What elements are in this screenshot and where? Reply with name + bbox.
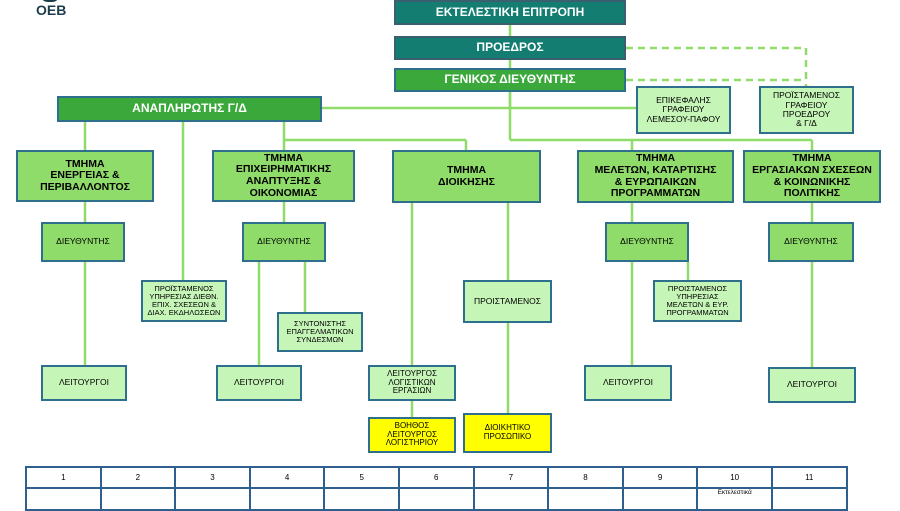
table-cell [99,487,177,511]
table-cell [547,487,624,511]
coordinator-box: ΣΥΝΤΟΝΙΣΤΗΣ ΕΠΑΓΓΕΛΜΑΤΙΚΩΝ ΣΥΝΔΕΣΜΩΝ [277,312,363,352]
accounting-assistant-box: ΒΟΗΘΟΣ ΛΕΙΤΟΥΡΓΟΣ ΛΟΓΙΣΤΗΡΙΟΥ [368,417,456,453]
executive-committee-box: ΕΚΤΕΛΕΣΤΙΚΗ ΕΠΙΤΡΟΠΗ [394,0,626,25]
deputy-gm-box: ΑΝΑΠΛΗΡΩΤΗΣ Γ/Δ [57,96,322,122]
dept-business-box: ΤΜΗΜΑ ΕΠΙΧΕΙΡΗΜΑΤΙΚΗΣ ΑΝΑΠΤΥΞΗΣ & ΟΙΚΟΝΟ… [212,150,355,202]
officers-energy-box: ΛΕΙΤΟΥΡΓΟΙ [41,365,127,401]
director-studies-box: ΔΙΕΥΘΥΝΤΗΣ [605,222,689,262]
table-cell [472,487,550,511]
head-intl-relations-box: ΠΡΟΪΣΤΑΜΕΝΟΣ ΥΠΗΡΕΣΙΑΣ ΔΙΕΘΝ. ΕΠΙΧ. ΣΧΕΣ… [141,280,227,322]
dept-studies-box: ΤΜΗΜΑ ΜΕΛΕΤΩΝ, ΚΑΤΑΡΤΙΣΗΣ & ΕΥΡΩΠΑΙΚΩΝ Π… [577,150,734,203]
officers-labour-box: ΛΕΙΤΟΥΡΓΟΙ [768,367,856,403]
director-business-box: ΔΙΕΥΘΥΝΤΗΣ [242,222,326,262]
officers-studies-box: ΛΕΙΤΟΥΡΓΟΙ [584,365,672,401]
table-cell: 5 [323,466,400,489]
numbers-row: 1 2 3 4 5 6 7 8 9 10 11 [25,466,848,489]
limassol-office-head-box: ΕΠΙΚΕΦΑΛΗΣ ΓΡΑΦΕΙΟΥ ΛΕΜΕΣΟΥ-ΠΑΦΟΥ [636,86,731,134]
numbers-table: 1 2 3 4 5 6 7 8 9 10 11 Εκτελεστικά [25,466,848,511]
logo-mark [40,0,60,2]
director-energy-box: ΔΙΕΥΘΥΝΤΗΣ [41,222,125,262]
table-cell [323,487,400,511]
table-cell [248,487,326,511]
table-cell [25,487,102,511]
table-cell [397,487,475,511]
president-office-head-box: ΠΡΟΪΣΤΑΜΕΝΟΣ ΓΡΑΦΕΙΟΥ ΠΡΟΕΔΡΟΥ & Γ/Δ [759,86,854,134]
table-cell: 2 [99,466,177,489]
table-cell: 7 [472,466,550,489]
director-labour-box: ΔΙΕΥΘΥΝΤΗΣ [768,222,854,262]
logo: ΟΕΒ [36,2,67,18]
accounting-officer-box: ΛΕΙΤΟΥΡΓΟΣ ΛΟΓΙΣΤΙΚΩΝ ΕΡΓΑΣΙΩΝ [368,365,456,401]
table-cell [174,487,251,511]
table-cell: 6 [397,466,475,489]
president-box: ΠΡΟΕΔΡΟΣ [394,36,626,60]
table-cell: 10 [696,466,773,489]
admin-staff-box: ΔΙΟΙΚΗΤΙΚΟ ΠΡΟΣΩΠΙΚΟ [463,413,552,453]
table-cell: 8 [547,466,624,489]
table-cell: 11 [770,466,848,489]
table-cell-note: Εκτελεστικά [696,487,773,511]
dept-admin-box: ΤΜΗΜΑ ΔΙΟΙΚΗΣΗΣ [392,150,541,203]
head-studies-box: ΠΡΟΙΣΤΑΜΕΝΟΣ ΥΠΗΡΕΣΙΑΣ ΜΕΛΕΤΩΝ & ΕΥΡ. ΠΡ… [653,280,742,322]
table-cell: 9 [621,466,699,489]
dept-energy-box: ΤΜΗΜΑ ΕΝΕΡΓΕΙΑΣ & ΠΕΡΙΒΑΛΛΟΝΤΟΣ [16,150,154,202]
officers-business-box: ΛΕΙΤΟΥΡΓΟΙ [216,365,302,401]
dept-labour-box: ΤΜΗΜΑ ΕΡΓΑΣΙΑΚΩΝ ΣΧΕΣΕΩΝ & ΚΟΙΝΩΝΙΚΗΣ ΠΟ… [743,150,881,203]
table-cell: 4 [248,466,326,489]
table-cell: 3 [174,466,251,489]
second-row: Εκτελεστικά [25,487,848,511]
table-cell [621,487,699,511]
head-admin-box: ΠΡΟΙΣΤΑΜΕΝΟΣ [463,280,552,323]
general-manager-box: ΓΕΝΙΚΟΣ ΔΙΕΥΘΥΝΤΗΣ [394,68,626,92]
connector-lines [83,25,814,417]
table-cell [770,487,848,511]
table-cell: 1 [25,466,102,489]
